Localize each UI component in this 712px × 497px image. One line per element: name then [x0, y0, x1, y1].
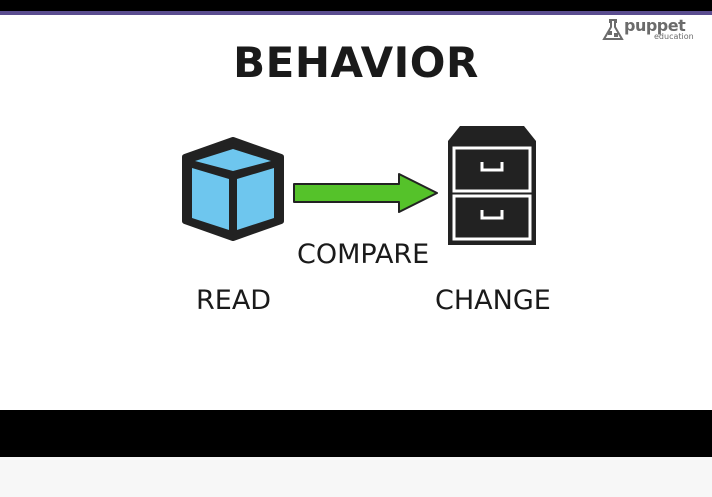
read-label: READ: [196, 285, 272, 316]
compare-label: COMPARE: [297, 239, 430, 270]
bottom-strip: [0, 457, 712, 497]
top-bar: [0, 0, 712, 11]
bottom-bar: [0, 410, 712, 457]
puppet-education-logo: puppet education: [602, 16, 708, 44]
right-arrow-icon: [293, 173, 438, 213]
cube-icon: [182, 137, 284, 241]
filing-cabinet-icon: [448, 126, 536, 245]
puppet-logo-icon: [602, 19, 624, 40]
slide-title: BEHAVIOR: [233, 38, 479, 87]
logo-sub-text: education: [654, 32, 694, 41]
slide: [0, 15, 712, 410]
accent-bar: [0, 11, 712, 15]
change-label: CHANGE: [435, 285, 551, 316]
logo-brand-text: puppet: [624, 16, 686, 35]
